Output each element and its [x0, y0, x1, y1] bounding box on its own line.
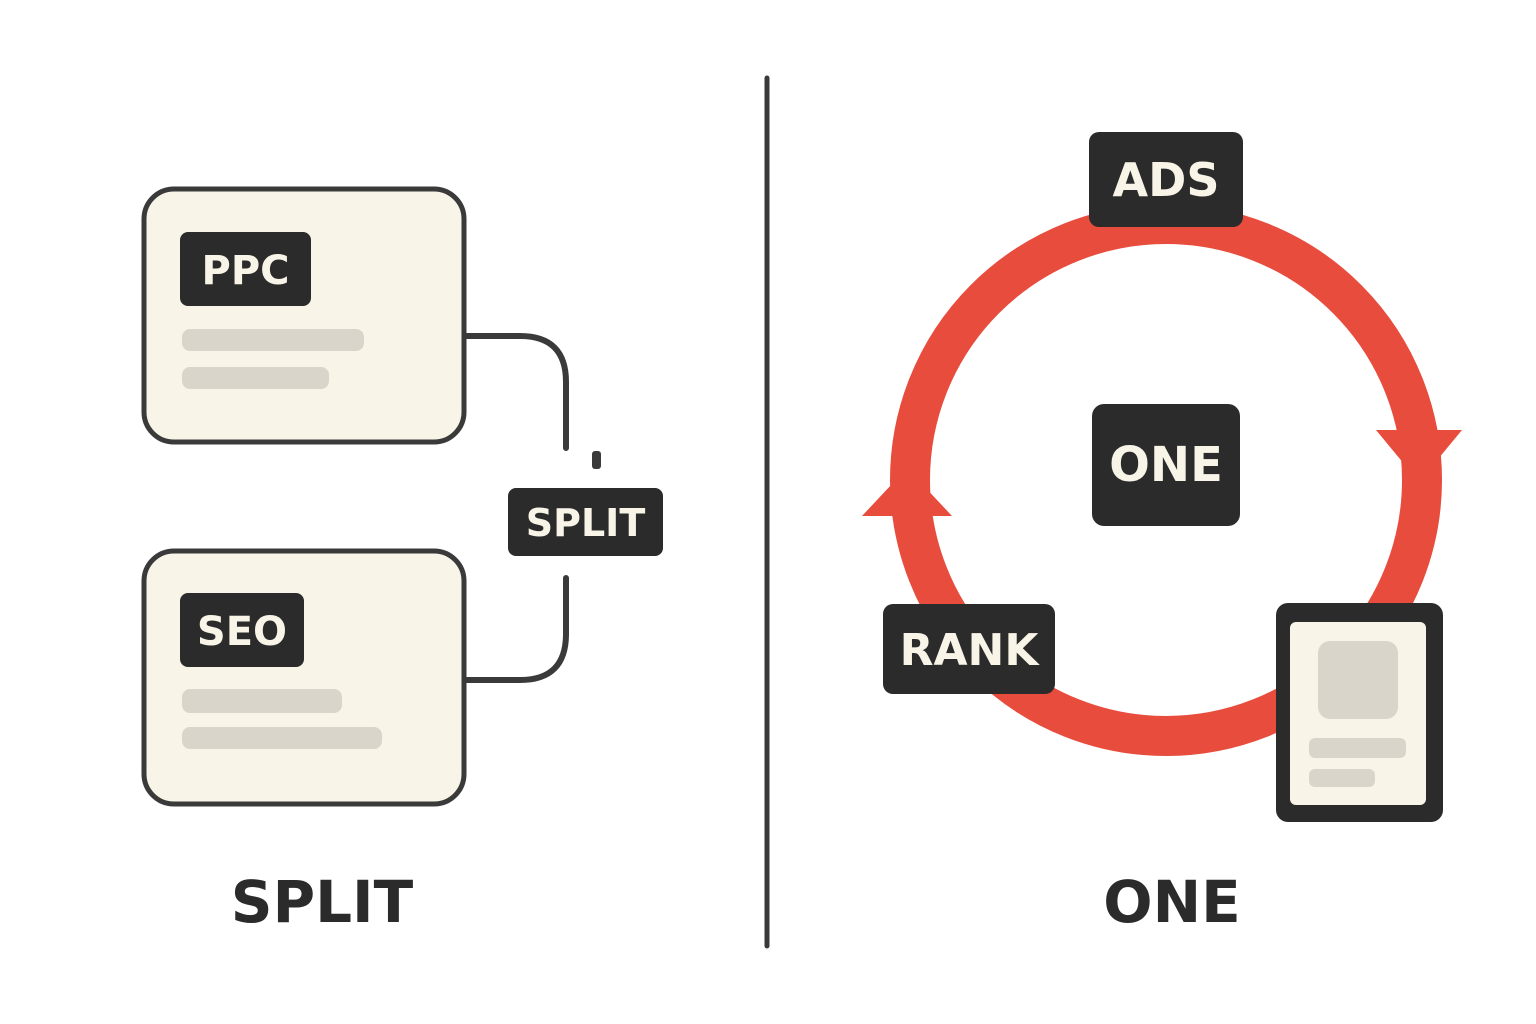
seo-tag — [180, 593, 304, 667]
rank-tag-label: RANK — [900, 625, 1041, 676]
placeholder-line — [182, 329, 364, 351]
placeholder-line — [1309, 769, 1375, 787]
placeholder-line — [182, 727, 382, 749]
split-caption: SPLIT — [231, 868, 414, 936]
seo-card: SEO — [141, 548, 467, 807]
one-caption: ONE — [1103, 868, 1240, 936]
one-panel: ADS ONE RANK ONE — [862, 132, 1462, 936]
image-placeholder — [1318, 641, 1398, 719]
split-connector-tag-label: SPLIT — [526, 501, 646, 545]
cycle-arrow-up-icon — [862, 468, 952, 516]
ppc-tag — [180, 232, 311, 306]
ppc-connector-line — [463, 333, 569, 451]
seo-tag-label: SEO — [197, 609, 287, 655]
ads-tag — [1089, 132, 1243, 227]
ppc-tag-label: PPC — [202, 248, 290, 294]
cycle-arrow-down-icon — [1376, 430, 1462, 482]
placeholder-line — [1309, 738, 1406, 758]
mobile-card-icon — [1276, 603, 1443, 822]
rank-tag — [883, 604, 1055, 694]
placeholder-line — [182, 689, 342, 713]
one-center-tag — [1092, 404, 1240, 526]
seo-connector-line — [463, 575, 569, 683]
ppc-card: PPC — [141, 186, 467, 445]
connector-gap-mark — [592, 451, 601, 469]
placeholder-line — [182, 367, 329, 389]
split-connector-tag — [508, 488, 663, 556]
one-center-tag-label: ONE — [1109, 437, 1223, 493]
split-panel: PPC SEO SPLIT SPLIT — [141, 186, 663, 936]
ads-tag-label: ADS — [1113, 153, 1220, 207]
